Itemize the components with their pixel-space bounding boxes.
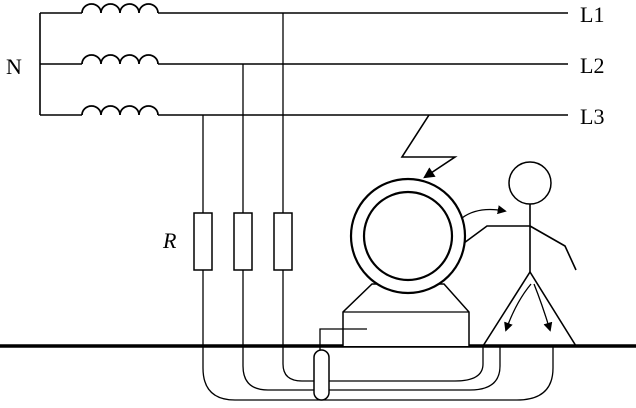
resistor-ground-wires (202, 270, 284, 346)
label-l3: L3 (580, 104, 604, 129)
phase-lines (158, 12, 568, 116)
coil-l2 (81, 54, 159, 65)
person-arm-touching (463, 225, 530, 244)
leakage-wires (202, 13, 284, 213)
label-l1: L1 (580, 2, 604, 27)
person-arm-free (529, 225, 577, 271)
motor-rotor (362, 190, 454, 282)
ground-rod (313, 349, 330, 401)
transformer-coils (81, 3, 159, 116)
neutral-bus (39, 12, 82, 116)
coil-l1 (81, 3, 159, 14)
fault-arc-icon (400, 114, 458, 179)
touch-current-arrow (461, 205, 507, 219)
ground-return-paths (202, 346, 554, 401)
step-current-arrow-right (533, 283, 553, 332)
step-current-arrow-left (504, 283, 532, 332)
person-head (508, 161, 552, 205)
label-resistor: R (162, 228, 177, 253)
person-figure (463, 161, 577, 347)
motor (342, 177, 470, 346)
resistor-l2 (233, 212, 253, 271)
resistor-l3 (193, 212, 213, 271)
coil-l3 (81, 105, 159, 116)
label-neutral: N (6, 54, 22, 79)
person-legs (482, 270, 577, 347)
resistor-l1 (273, 212, 293, 271)
label-l2: L2 (580, 53, 604, 78)
insulation-resistors (193, 212, 293, 271)
grounding-electrode (313, 328, 367, 401)
